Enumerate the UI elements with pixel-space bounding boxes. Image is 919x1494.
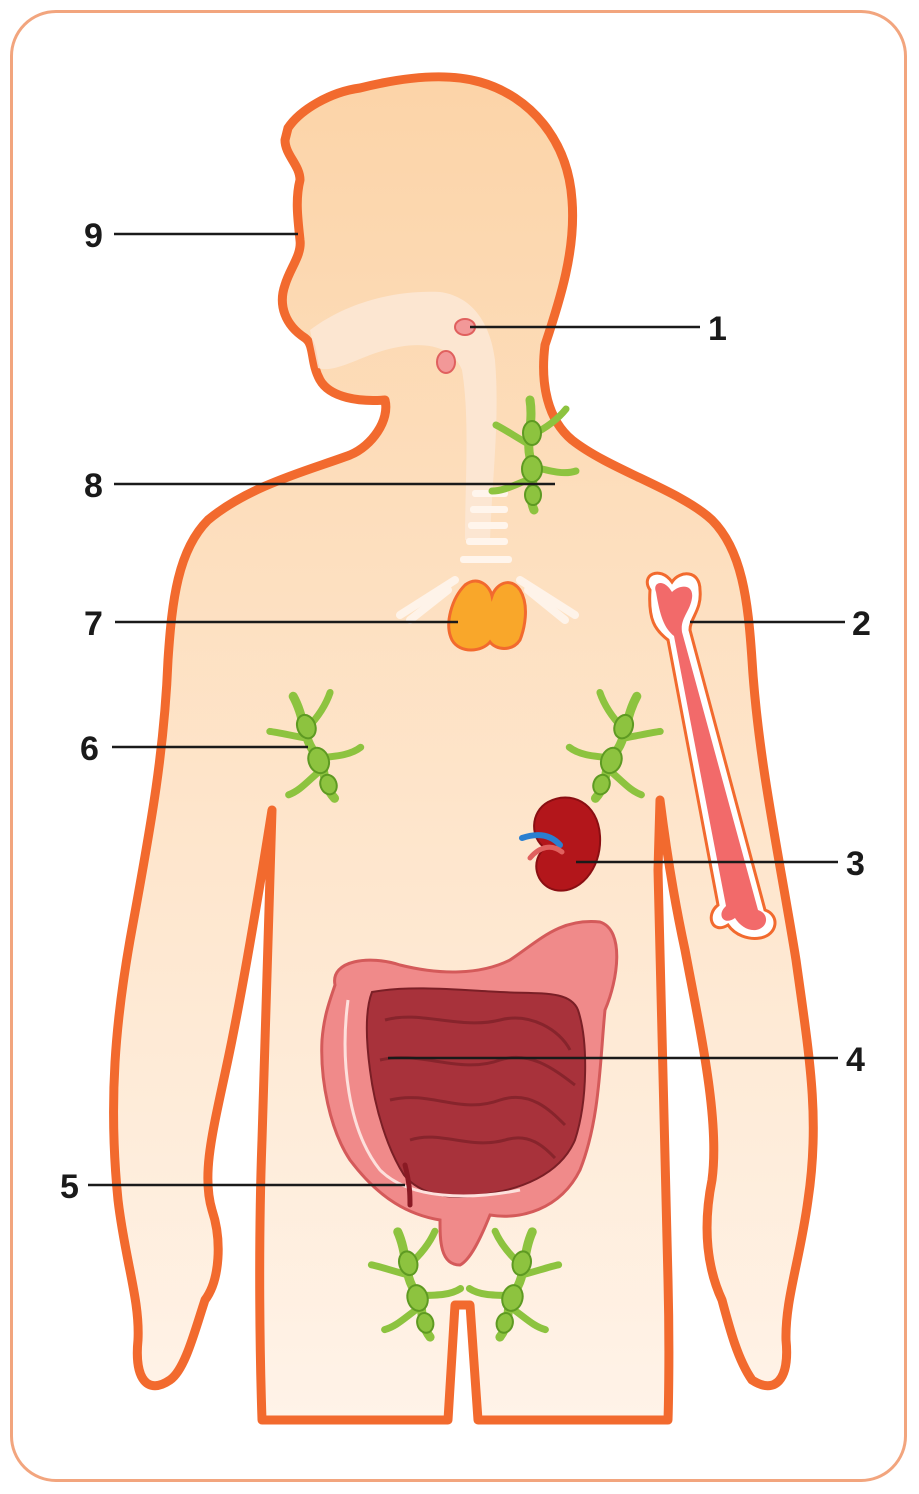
label-1: 1 (708, 310, 727, 348)
label-6: 6 (80, 730, 99, 768)
label-8: 8 (84, 467, 103, 505)
thymus-icon (449, 581, 526, 650)
label-7: 7 (84, 605, 103, 643)
label-5: 5 (60, 1168, 79, 1206)
label-3: 3 (846, 845, 865, 883)
label-9: 9 (84, 217, 103, 255)
label-2: 2 (852, 605, 871, 643)
label-4: 4 (846, 1041, 865, 1079)
